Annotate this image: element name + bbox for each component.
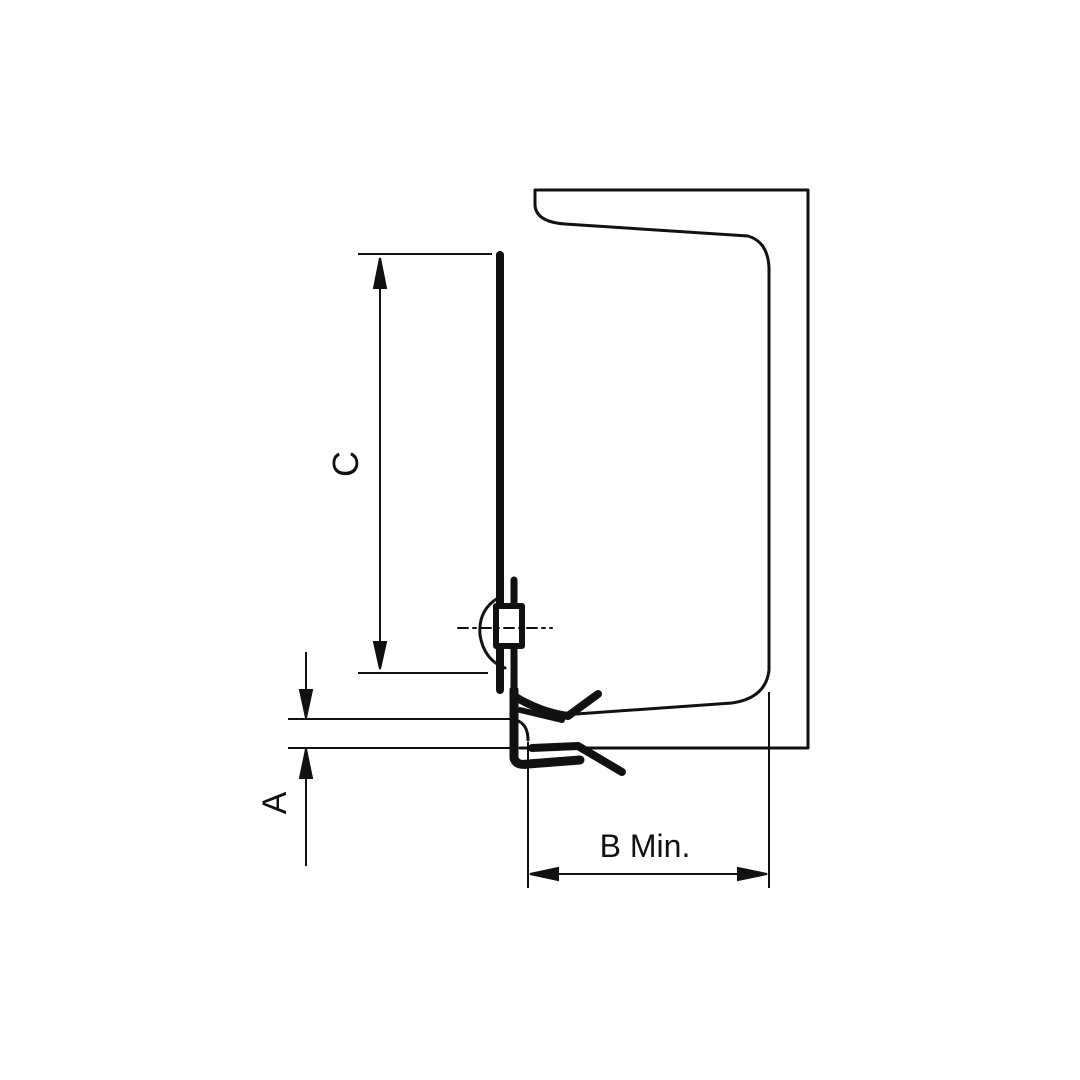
channel-inner-edge	[533, 188, 771, 718]
dimension-c	[358, 253, 492, 674]
hinge-block	[493, 603, 525, 649]
channel-outer-edge	[518, 188, 810, 750]
channel-profile	[518, 188, 810, 750]
dim-c-arrow-top	[372, 257, 388, 289]
clip-inner-loop	[514, 718, 530, 742]
blade-assembly	[457, 251, 626, 776]
dim-c-label: C	[325, 451, 366, 477]
dim-b-arrow-left	[529, 866, 559, 882]
dim-a-arrow-top	[298, 689, 314, 719]
dim-c-arrow-bottom	[372, 641, 388, 670]
hinge-arc	[478, 596, 507, 670]
dim-b-label: B Min.	[600, 828, 691, 864]
clip-upper-wing	[510, 690, 602, 720]
clip-upper-wing-tail	[517, 707, 565, 723]
dim-a-arrow-bottom	[298, 748, 314, 779]
dimension-b	[527, 692, 770, 888]
dim-a-label: A	[256, 791, 294, 814]
dimension-a	[288, 652, 510, 866]
clip-lower-wing	[528, 742, 626, 776]
dim-b-arrow-right	[737, 866, 768, 882]
